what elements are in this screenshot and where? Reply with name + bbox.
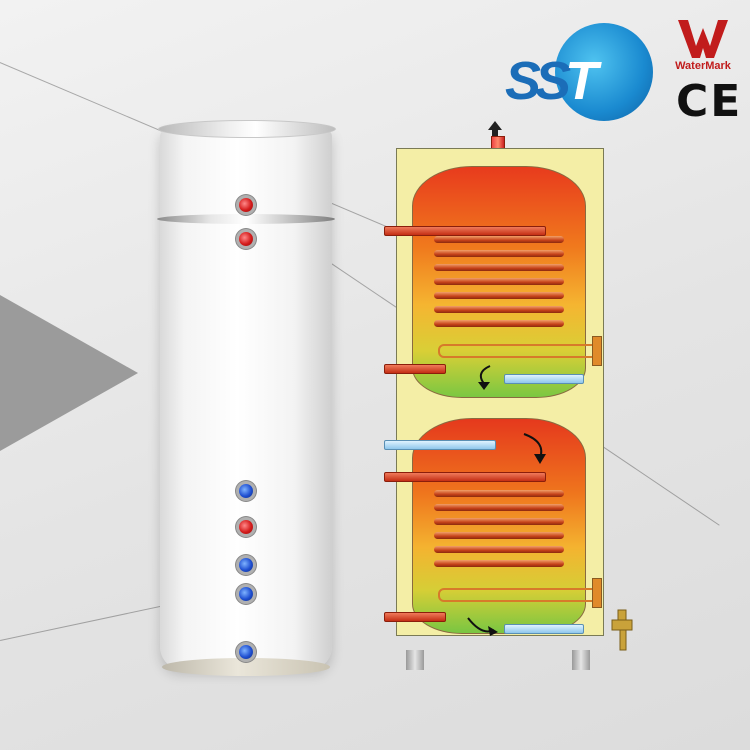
upper-coil-3 [434, 264, 564, 271]
diagram-leg-left [406, 650, 424, 670]
pipe-upper-hot-in [384, 226, 546, 236]
lower-coil-6 [434, 560, 564, 567]
tank-band [157, 214, 335, 224]
port-drain [239, 645, 253, 659]
upper-element-head [592, 336, 602, 366]
tank-top-cap [158, 120, 336, 138]
drain-valve-icon [611, 609, 633, 651]
flow-arrows [467, 365, 546, 636]
lower-coil-4 [434, 532, 564, 539]
ce-mark: CE [676, 76, 743, 127]
pipe-lower-coil-return [384, 612, 446, 622]
upper-coil-4 [434, 278, 564, 285]
watermark-w-icon [678, 20, 728, 58]
lower-coil-3 [434, 518, 564, 525]
lower-coil-5 [434, 546, 564, 553]
upper-coil-7 [434, 320, 564, 327]
pipe-upper-cold [504, 374, 584, 384]
tank-cutaway-diagram [374, 118, 644, 678]
upper-coil-5 [434, 292, 564, 299]
port-hot-outlet-upper [239, 198, 253, 212]
tank-base [162, 658, 330, 676]
port-coil-inlet [239, 520, 253, 534]
upper-coil-1 [434, 236, 564, 243]
watermark-label: WaterMark [675, 60, 731, 72]
background-triangle [0, 295, 138, 451]
watermark-logo: WaterMark [670, 18, 736, 72]
pipe-lower-cold [504, 624, 584, 634]
port-hot-outlet-lower [239, 232, 253, 246]
port-cold-inlet-1 [239, 484, 253, 498]
lower-coil-1 [434, 490, 564, 497]
pipe-lower-cold-in [384, 440, 496, 450]
port-cold-inlet-2 [239, 558, 253, 572]
water-tank-photo [157, 120, 336, 680]
brand-logo-circle [555, 23, 653, 121]
pipe-upper-coil-return [384, 364, 446, 374]
lower-element-head [592, 578, 602, 608]
lower-coil-2 [434, 504, 564, 511]
brand-logo: SST [505, 18, 655, 128]
brand-logo-text: SST [505, 51, 598, 111]
pipe-lower-hot-in [384, 472, 546, 482]
top-outlet-arrow-icon [488, 121, 502, 136]
upper-coil-2 [434, 250, 564, 257]
port-cold-inlet-3 [239, 587, 253, 601]
diagram-leg-right [572, 650, 590, 670]
upper-coil-6 [434, 306, 564, 313]
